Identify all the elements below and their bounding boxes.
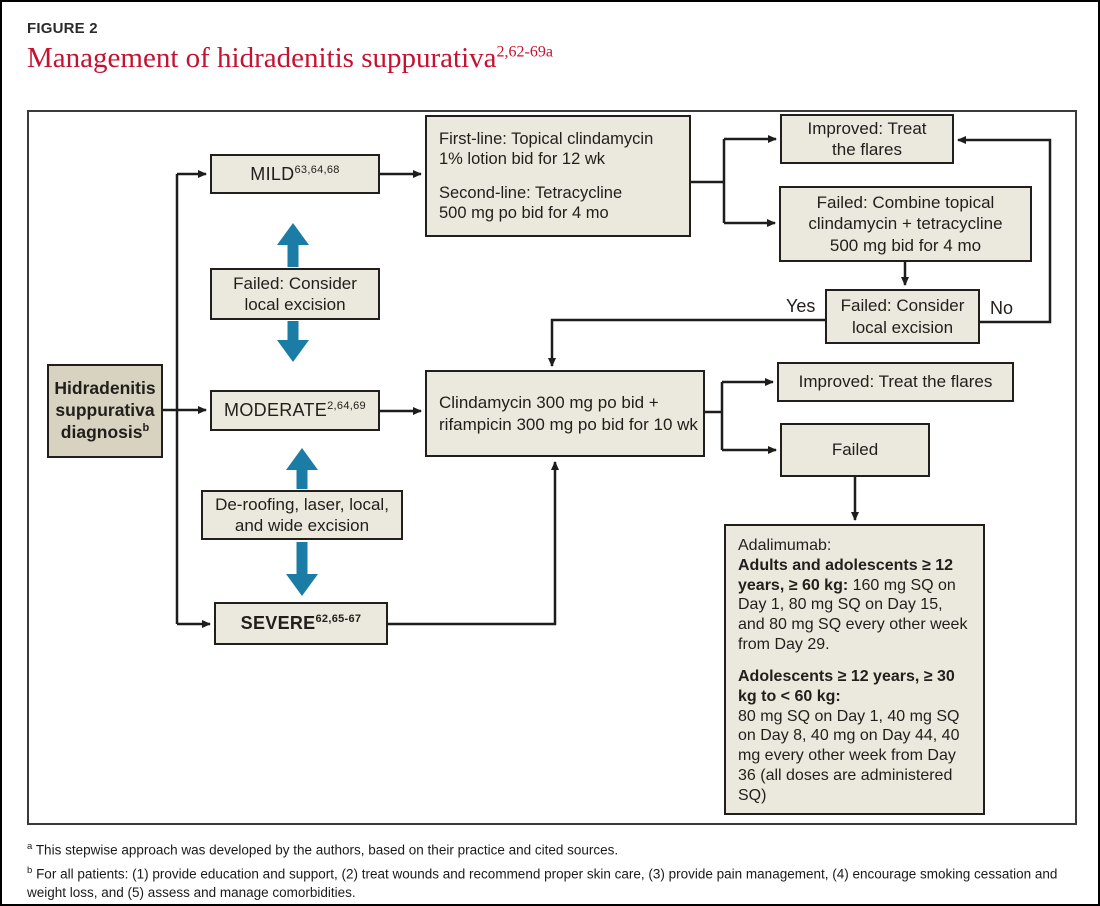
severe-references: 62,65-67: [315, 613, 362, 626]
node-failed: Failed: [780, 423, 930, 477]
arrow-severe-to-clindamycin: [388, 461, 559, 626]
adalimumab-adolescents-text: 80 mg SQ on Day 1, 40 mg SQ on Day 8, 40…: [738, 707, 960, 804]
node-severe: SEVERE62,65-67: [214, 602, 388, 645]
moderate-references: 2,64,69: [327, 400, 366, 413]
failed-local-right-line2: local excision: [851, 317, 954, 337]
node-mild: MILD63,64,68: [210, 154, 380, 194]
figure-number-label: FIGURE 2: [27, 20, 98, 37]
failed-local-left-line2: local excision: [244, 295, 346, 314]
node-adalimumab: Adalimumab: Adults and adolescents ≥ 12 …: [724, 524, 985, 815]
failed-local-right-line1: Failed: Consider: [840, 296, 965, 316]
footnote-a-marker: a: [27, 841, 33, 852]
diagnosis-line2: suppurativa: [55, 400, 155, 421]
deroofing-line1: De-roofing, laser, local,: [215, 494, 389, 514]
figure-title-references: 2,62-69a: [496, 43, 553, 61]
adalimumab-adults-criteria: Adults and adolescents ≥ 12 years, ≥ 60 …: [738, 556, 954, 594]
firstline-p1-line2: 1% lotion bid for 12 wk: [439, 150, 606, 169]
adalimumab-heading: Adalimumab:: [738, 537, 832, 554]
failed-combine-line3: 500 mg bid for 4 mo: [829, 235, 982, 255]
node-diagnosis: Hidradenitis suppurativa diagnosisb: [47, 364, 163, 458]
node-improved-mid: Improved: Treat the flares: [777, 362, 1014, 402]
edge-label-no: No: [990, 298, 1014, 318]
diagnosis-line3: diagnosisb: [60, 421, 150, 442]
clindamycin-line1: Clindamycin 300 mg po bid +: [439, 393, 659, 413]
clindamycin-line2: rifampicin 300 mg po bid for 10 wk: [439, 414, 698, 434]
arrow-yes-to-clindamycin: [548, 318, 825, 367]
adalimumab-adolescents-dosing: Adolescents ≥ 12 years, ≥ 30 kg to < 60 …: [738, 667, 971, 806]
node-failed-local-excision-right: Failed: Consider local excision: [825, 289, 980, 344]
footnote-b-text: For all patients: (1) provide education …: [27, 866, 1058, 901]
mild-label: MILD63,64,68: [250, 163, 340, 184]
footnote-b: b For all patients: (1) provide educatio…: [27, 864, 1079, 903]
failed-local-left-line1: Failed: Consider: [233, 273, 357, 293]
moderate-label: MODERATE2,64,69: [224, 400, 366, 421]
footnote-a: a This stepwise approach was developed b…: [27, 840, 1079, 860]
node-failed-local-excision-left: Failed: Consider local excision: [210, 268, 380, 320]
teal-arrow-up-mild: [277, 223, 309, 267]
improved-mid-text: Improved: Treat the flares: [798, 372, 993, 392]
diagnosis-footnote-ref: b: [142, 422, 150, 435]
improved-top-line2: the flares: [832, 140, 902, 159]
adalimumab-adolescents-criteria: Adolescents ≥ 12 years, ≥ 30 kg to < 60 …: [738, 667, 955, 705]
failed-text: Failed: [831, 440, 879, 460]
footnote-a-text: This stepwise approach was developed by …: [35, 842, 619, 858]
footnote-b-marker: b: [27, 865, 33, 876]
diagnosis-line1: Hidradenitis: [54, 378, 156, 399]
node-deroofing: De-roofing, laser, local, and wide excis…: [201, 490, 403, 540]
node-clindamycin-rifampicin: Clindamycin 300 mg po bid + rifampicin 3…: [425, 370, 705, 457]
teal-arrow-down-moderate: [277, 321, 309, 362]
failed-combine-line2: clindamycin + tetracycline: [808, 214, 1003, 234]
failed-combine-line1: Failed: Combine topical: [816, 193, 995, 213]
figure-title: Management of hidradenitis suppurativa2,…: [27, 42, 553, 75]
improved-top-line1: Improved: Treat: [807, 118, 927, 138]
mild-references: 63,64,68: [294, 163, 340, 176]
figure-title-text: Management of hidradenitis suppurativa: [27, 42, 497, 74]
adalimumab-adults-text: 160 mg SQ on Day 1, 80 mg SQ on Day 15, …: [738, 576, 968, 654]
node-failed-combine: Failed: Combine topical clindamycin + te…: [779, 186, 1032, 262]
firstline-p2-line1: Second-line: Tetracycline: [439, 183, 623, 202]
teal-arrow-down-severe: [286, 542, 318, 596]
teal-arrow-up-moderate: [286, 448, 318, 489]
deroofing-line2: and wide excision: [234, 516, 370, 535]
severe-label: SEVERE62,65-67: [240, 613, 362, 634]
adalimumab-adults-dosing: Adults and adolescents ≥ 12 years, ≥ 60 …: [738, 556, 971, 655]
node-mild-treatment: First-line: Topical clindamycin 1% lotio…: [425, 115, 691, 237]
node-moderate: MODERATE2,64,69: [210, 390, 380, 431]
firstline-p1-line1: First-line: Topical clindamycin: [439, 129, 654, 148]
arrow-no-to-improved-top: [957, 136, 1052, 324]
node-improved-top: Improved: Treat the flares: [780, 114, 954, 164]
firstline-p2-line2: 500 mg po bid for 4 mo: [439, 203, 609, 222]
edge-label-yes: Yes: [786, 296, 816, 316]
